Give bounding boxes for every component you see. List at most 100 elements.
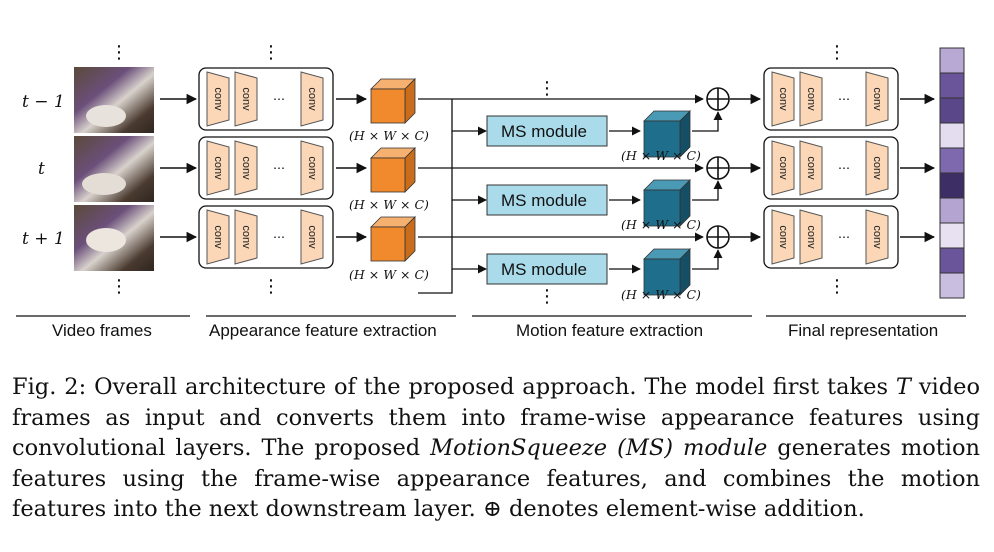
conv-ellipsis: ⋯ [273, 230, 285, 244]
appearance-cube [370, 147, 416, 193]
conv-label: conv [777, 87, 789, 111]
motion-cube [643, 110, 691, 158]
conv-block: conv [799, 140, 823, 196]
hand-shape [86, 228, 126, 252]
conv-label: conv [871, 87, 883, 111]
section-label-final: Final representation [788, 321, 938, 340]
vdots-appearance-top: ⋮ [262, 42, 280, 62]
appearance-cube [370, 78, 416, 124]
svg-text:MS module: MS module [501, 260, 587, 279]
section-label-appearance: Appearance feature extraction [209, 321, 437, 340]
vector-cell [939, 247, 965, 274]
final-representation-vector [939, 47, 965, 299]
row-label-t-plus-1: t + 1 [22, 229, 65, 249]
conv-stack-row-3: conv conv conv ⋯ [198, 205, 334, 269]
vdots-frames-bottom: ⋮ [110, 276, 128, 296]
conv-block: conv [865, 71, 889, 127]
conv-stack-row-1: conv conv conv ⋯ [198, 67, 334, 131]
conv-block: conv [300, 140, 324, 196]
ms-routing [418, 99, 487, 294]
vector-cell [939, 122, 965, 149]
appearance-dim-1: (H × W × C) [349, 128, 429, 143]
conv-block: conv [799, 71, 823, 127]
conv-block: conv [234, 140, 258, 196]
appearance-cube [370, 216, 416, 262]
vector-cell [939, 197, 965, 224]
caption-module-name: MotionSqueeze (MS) module [430, 435, 768, 461]
conv-stack-row-2: conv conv conv ⋯ [763, 136, 899, 200]
appearance-dim-3: (H × W × C) [349, 267, 429, 282]
caption-text-a: Overall architecture of the proposed app… [94, 374, 888, 400]
ms-module-3: MS module [486, 253, 608, 285]
conv-block: conv [771, 71, 795, 127]
caption-fig-label: Fig. 2: [12, 374, 87, 400]
svg-text:MS module: MS module [501, 191, 587, 210]
vdots-final-top: ⋮ [828, 42, 846, 62]
conv-block: conv [300, 71, 324, 127]
conv-label: conv [306, 87, 318, 111]
vdots-frames-top: ⋮ [110, 42, 128, 62]
appearance-dim-2: (H × W × C) [349, 197, 429, 212]
conv-block: conv [865, 140, 889, 196]
conv-block: conv [234, 71, 258, 127]
conv-label: conv [805, 156, 817, 180]
conv-label: conv [212, 156, 224, 180]
conv-block: conv [799, 209, 823, 265]
video-frames [74, 67, 154, 271]
hand-shape [86, 105, 126, 127]
figure-caption: Fig. 2: Overall architecture of the prop… [12, 372, 980, 525]
motion-dim-1: (H × W × C) [621, 148, 701, 163]
elementwise-add [706, 87, 730, 249]
hand-shape [82, 173, 126, 195]
motion-cube [643, 179, 691, 227]
conv-label: conv [240, 156, 252, 180]
conv-stack-row-2: conv conv conv ⋯ [198, 136, 334, 200]
motion-dim-3: (H × W × C) [621, 287, 701, 302]
conv-block: conv [771, 140, 795, 196]
conv-label: conv [805, 225, 817, 249]
section-label-video-frames: Video frames [52, 321, 152, 340]
conv-ellipsis: ⋯ [838, 92, 850, 106]
conv-block: conv [771, 209, 795, 265]
conv-block: conv [206, 140, 230, 196]
conv-label: conv [306, 156, 318, 180]
vdots-final-bottom: ⋮ [828, 276, 846, 296]
vector-cell [939, 47, 965, 74]
caption-text-b: video frames as input and converts them … [12, 374, 980, 461]
svg-text:MS module: MS module [501, 122, 587, 141]
conv-label: conv [805, 87, 817, 111]
final-conv-stacks: conv conv conv ⋯ conv conv conv ⋯ conv conv conv ⋯ [763, 67, 899, 269]
conv-label: conv [212, 225, 224, 249]
motion-dim-2: (H × W × C) [621, 217, 701, 232]
vdots-motion-bottom: ⋮ [538, 286, 556, 306]
conv-ellipsis: ⋯ [273, 92, 285, 106]
conv-block: conv [234, 209, 258, 265]
conv-block: conv [865, 209, 889, 265]
caption-text-d: denotes element-wise addition. [508, 496, 865, 522]
conv-stack-row-1: conv conv conv ⋯ [763, 67, 899, 131]
conv-ellipsis: ⋯ [838, 230, 850, 244]
conv-block: conv [206, 209, 230, 265]
vector-cell [939, 72, 965, 99]
conv-label: conv [871, 156, 883, 180]
appearance-conv-stacks: conv conv conv ⋯ conv conv conv ⋯ conv conv conv ⋯ [198, 67, 334, 269]
motion-feature-cubes [643, 110, 691, 296]
row-label-t-minus-1: t − 1 [22, 92, 65, 112]
conv-label: conv [240, 225, 252, 249]
conv-label: conv [777, 156, 789, 180]
conv-ellipsis: ⋯ [273, 161, 285, 175]
vdots-motion-top: ⋮ [538, 78, 556, 98]
conv-block: conv [300, 209, 324, 265]
vdots-appearance-bottom: ⋮ [262, 276, 280, 296]
conv-block: conv [206, 71, 230, 127]
row-label-t: t [38, 159, 45, 179]
motion-to-plus [692, 111, 723, 270]
conv-ellipsis: ⋯ [838, 161, 850, 175]
conv-label: conv [777, 225, 789, 249]
ms-module-2: MS module [486, 184, 608, 216]
caption-var-T: T [895, 374, 911, 400]
ms-module-1: MS module [486, 115, 608, 147]
conv-label: conv [212, 87, 224, 111]
